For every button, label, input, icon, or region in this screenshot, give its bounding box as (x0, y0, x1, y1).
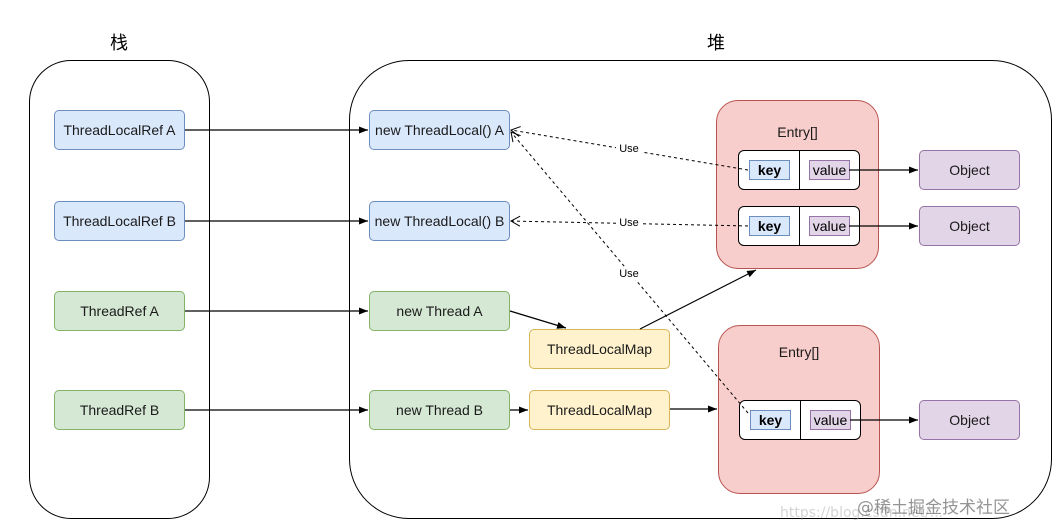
use-label-2: Use (619, 217, 639, 229)
entry-array-a-title: Entry[] (777, 124, 818, 140)
threadlocalmap-a: ThreadLocalMap (529, 329, 670, 369)
arrow-map-a-entry (639, 269, 757, 330)
thread-ref-b: ThreadRef B (54, 390, 185, 430)
stack-title: 栈 (110, 33, 128, 53)
entry-divider (799, 151, 800, 189)
object-3: Object (919, 400, 1020, 440)
entry-array-b-title: Entry[] (778, 344, 820, 360)
object-1: Object (919, 150, 1020, 190)
threadlocal-ref-b: ThreadLocalRef B (54, 201, 185, 241)
entry-row-b1: key value (739, 400, 861, 440)
new-thread-b: new Thread B (369, 390, 510, 430)
entry-divider (799, 207, 800, 245)
new-threadlocal-a: new ThreadLocal() A (369, 110, 510, 150)
use-label-1: Use (619, 143, 639, 155)
entry-divider (800, 401, 801, 439)
heap-title: 堆 (707, 33, 725, 53)
entry-key: key (749, 216, 790, 236)
object-2: Object (919, 206, 1020, 246)
watermark: @稀土掘金技术社区 (857, 498, 1010, 518)
use-label-3: Use (619, 268, 639, 280)
threadlocalmap-b: ThreadLocalMap (529, 390, 670, 430)
entry-key: key (749, 160, 790, 180)
use-link-b1 (510, 131, 749, 414)
watermark-url: https://blog.csdn.net/... (780, 505, 944, 521)
thread-ref-a: ThreadRef A (54, 291, 185, 331)
entry-key: key (750, 410, 791, 430)
threadlocal-ref-a: ThreadLocalRef A (54, 110, 185, 150)
entry-row-a2: key value (738, 206, 860, 246)
new-threadlocal-b: new ThreadLocal() B (369, 201, 510, 241)
arrow-thread-a-map (509, 310, 567, 329)
new-thread-a: new Thread A (369, 291, 510, 331)
